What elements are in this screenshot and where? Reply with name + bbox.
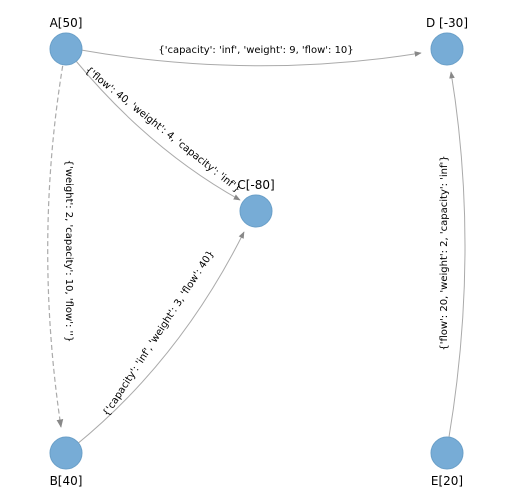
edge-label-e-d: {'flow': 20, 'weight': 2, 'capacity': 'i… bbox=[439, 155, 450, 350]
edge-label-a-d: {'capacity': 'inf', 'weight': 9, 'flow':… bbox=[158, 45, 353, 56]
edge-a-c bbox=[75, 60, 241, 201]
nodes bbox=[49, 32, 464, 470]
edge-label-b-c: {'capacity': 'inf', 'weight': 3, 'flow':… bbox=[101, 249, 217, 419]
node-label-c: C[-80] bbox=[237, 178, 274, 192]
edge-b-c bbox=[75, 231, 245, 446]
node-b bbox=[49, 436, 83, 470]
node-d bbox=[430, 32, 464, 66]
edge-labels: {'capacity': 'inf', 'weight': 9, 'flow':… bbox=[63, 45, 450, 419]
node-labels: A[50] B[40] C[-80] D [-30] E[20] bbox=[50, 16, 468, 488]
node-label-a: A[50] bbox=[50, 16, 83, 30]
node-e bbox=[430, 436, 464, 470]
edge-label-a-c: {'flow': 40, 'weight': 4, 'capacity': 'i… bbox=[83, 65, 243, 195]
edge-e-d bbox=[448, 71, 466, 438]
edge-a-d bbox=[80, 49, 422, 67]
node-label-e: E[20] bbox=[431, 474, 463, 488]
edge-label-a-b: {'weight': 2, 'capacity': 10, 'flow': ''… bbox=[63, 160, 74, 343]
node-label-b: B[40] bbox=[50, 474, 83, 488]
node-c bbox=[239, 194, 273, 228]
edge-a-b bbox=[47, 57, 65, 428]
node-a bbox=[49, 32, 83, 66]
node-label-d: D [-30] bbox=[426, 16, 468, 30]
edges bbox=[47, 49, 466, 446]
